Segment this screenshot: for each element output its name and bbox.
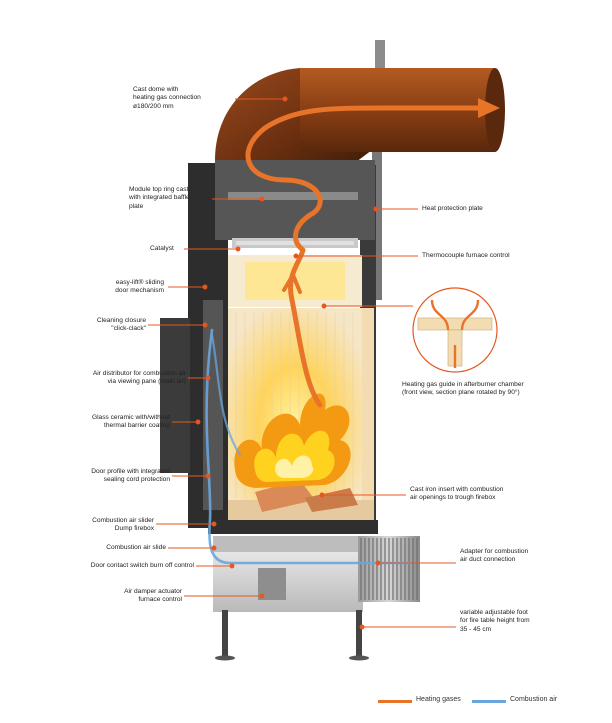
leader-dot <box>211 545 217 551</box>
log <box>255 480 315 512</box>
label-cast-dome: Cast dome with heating gas connection ø1… <box>133 86 201 110</box>
label-combustion-air-slide: Combustion air slide <box>106 544 166 551</box>
leader-dot <box>293 253 299 259</box>
leader-dot <box>373 206 379 212</box>
gas-guide-plate <box>417 317 493 331</box>
flame-inner <box>254 430 335 482</box>
heating-gas-path <box>245 105 483 408</box>
combustion-air-path <box>205 328 412 565</box>
label-air-damper: Air damper actuator furnace control <box>124 588 182 604</box>
gas-guide-flow <box>430 299 480 331</box>
cleaning-closure <box>160 318 190 473</box>
label-module-top-ring: Module top ring cast with integrated baf… <box>129 186 190 210</box>
combustion-air-slide <box>213 536 363 552</box>
heating-gas-arrowhead-mid <box>282 270 302 294</box>
leader-dot <box>211 521 217 527</box>
side-lining <box>362 308 374 520</box>
adapter-fins <box>360 538 418 600</box>
leader-dot <box>375 560 381 566</box>
base-plate <box>208 520 378 534</box>
label-heat-protection: Heat protection plate <box>422 205 483 212</box>
leader-dot <box>195 419 201 425</box>
label-thermocouple: Thermocouple furnace control <box>422 252 510 259</box>
label-adapter: Adapter for combustion air duct connecti… <box>460 548 529 564</box>
legend-air-swatch <box>472 700 506 703</box>
label-cleaning-closure: Cleaning closure "click-clack" <box>96 317 146 333</box>
heating-gas-arrow <box>478 98 500 118</box>
leader-dot <box>359 624 365 630</box>
leader-lines <box>148 96 456 630</box>
flame-core <box>275 455 314 478</box>
label-easy-lift: easy-lift® sliding door mechanism <box>115 279 164 295</box>
leader-dot <box>319 492 325 498</box>
leader-dot <box>259 196 265 202</box>
heat-protection-plate <box>372 150 382 300</box>
leader-dot <box>235 246 241 252</box>
leader-dot <box>229 563 235 569</box>
leader-dot <box>205 473 211 479</box>
legend-heating-swatch <box>378 700 412 703</box>
air-box <box>213 552 363 612</box>
combustion-air-path-2 <box>210 333 242 457</box>
foot-pad <box>349 655 369 661</box>
label-glass-ceramic: Glass ceramic with/without thermal barri… <box>91 414 170 430</box>
leader-dot <box>202 284 208 290</box>
label-cast-iron-insert: Cast iron insert with combustion air ope… <box>410 486 504 502</box>
label-door-contact: Door contact switch burn off control <box>90 562 194 569</box>
legend-combustion-air: Combustion air <box>510 696 558 703</box>
label-foot: variable adjustable foot for fire table … <box>460 609 530 633</box>
leader-dot <box>321 303 327 309</box>
label-door-profile: Door profile with integrated sealing cor… <box>91 468 170 484</box>
baffle-plate <box>228 192 358 200</box>
label-combustion-air-slider: Combustion air slider Dump firebox <box>92 517 154 533</box>
leader-dot <box>205 375 211 381</box>
foot-left <box>222 610 228 658</box>
foot-right <box>356 610 362 658</box>
leader-dot <box>282 96 288 102</box>
leader-dot <box>202 322 208 328</box>
label-heating-gas-guide: Heating gas guide in afterburner chamber… <box>402 381 524 397</box>
log <box>305 488 358 512</box>
legend-heating-gases: Heating gases <box>416 696 461 703</box>
foot-pad <box>215 655 235 661</box>
leader-dot <box>259 593 265 599</box>
label-air-distributor: Air distributor for combustion air via v… <box>92 370 186 386</box>
label-catalyst: Catalyst <box>150 245 174 252</box>
